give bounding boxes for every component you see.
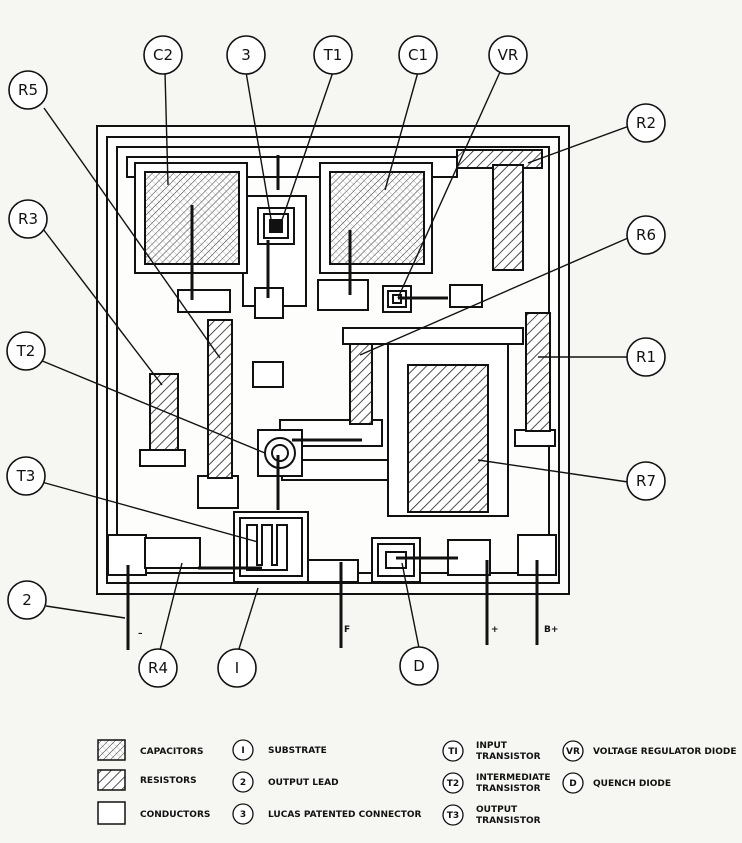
- svg-text:C2: C2: [153, 46, 173, 64]
- legend-output-lead: 2 OUTPUT LEAD: [232, 771, 339, 793]
- svg-text:SUBSTRATE: SUBSTRATE: [268, 746, 327, 756]
- legend-d: D QUENCH DIODE: [562, 772, 671, 794]
- svg-text:R3: R3: [18, 210, 38, 228]
- svg-text:T3: T3: [16, 467, 36, 485]
- leader-lines: [37, 71, 633, 653]
- svg-text:VOLTAGE REGULATOR DIODE: VOLTAGE REGULATOR DIODE: [593, 747, 737, 757]
- svg-text:INPUT: INPUT: [476, 741, 508, 751]
- svg-text:T3: T3: [447, 811, 459, 821]
- legend-vr: VR VOLTAGE REGULATOR DIODE: [562, 740, 737, 762]
- svg-text:2: 2: [240, 778, 246, 788]
- svg-text:INTERMEDIATE: INTERMEDIATE: [476, 773, 551, 783]
- svg-text:VR: VR: [498, 46, 519, 64]
- legend-t3: T3 OUTPUT TRANSISTOR: [442, 804, 541, 826]
- connector-wires: [190, 155, 458, 570]
- legend-resistors: RESISTORS: [97, 769, 197, 791]
- svg-text:RESISTORS: RESISTORS: [140, 776, 197, 786]
- callout-c2: C2: [143, 35, 183, 75]
- svg-text:TRANSISTOR: TRANSISTOR: [476, 816, 541, 826]
- pin-plus: +: [491, 625, 499, 635]
- output-leads: [126, 560, 539, 650]
- svg-text:VR: VR: [566, 747, 580, 757]
- svg-text:3: 3: [240, 810, 246, 820]
- legend-t1: TI INPUT TRANSISTOR: [442, 740, 541, 762]
- transistor-t1: [257, 207, 295, 245]
- legend-connector: 3 LUCAS PATENTED CONNECTOR: [232, 803, 422, 825]
- svg-text:I: I: [241, 746, 244, 756]
- callout-r7: R7: [626, 461, 666, 501]
- svg-text:T2: T2: [16, 342, 36, 360]
- svg-text:C1: C1: [408, 46, 428, 64]
- legend-conductors: CONDUCTORS: [97, 801, 210, 825]
- diode-d: [371, 537, 421, 583]
- svg-text:D: D: [413, 657, 425, 675]
- callout-2: 2: [7, 580, 47, 620]
- svg-text:T2: T2: [447, 779, 459, 789]
- legend: CAPACITORS RESISTORS CONDUCTORS I SUBSTR…: [97, 739, 737, 826]
- svg-text:CONDUCTORS: CONDUCTORS: [140, 810, 210, 820]
- pin-bplus: B+: [544, 625, 558, 635]
- svg-text:2: 2: [22, 591, 32, 609]
- svg-text:R5: R5: [18, 81, 38, 99]
- svg-text:OUTPUT: OUTPUT: [476, 805, 518, 815]
- callout-1: I: [217, 648, 257, 688]
- svg-text:TI: TI: [448, 747, 458, 757]
- svg-text:3: 3: [241, 46, 251, 64]
- svg-text:OUTPUT LEAD: OUTPUT LEAD: [268, 778, 339, 788]
- svg-text:TRANSISTOR: TRANSISTOR: [476, 784, 541, 794]
- callout-r4: R4: [138, 648, 178, 688]
- svg-text:T1: T1: [323, 46, 343, 64]
- callout-r2: R2: [626, 103, 666, 143]
- legend-capacitors: CAPACITORS: [97, 739, 203, 761]
- svg-text:I: I: [235, 659, 239, 677]
- callout-vr: VR: [488, 35, 528, 75]
- svg-text:R7: R7: [636, 472, 656, 490]
- svg-text:R1: R1: [636, 348, 656, 366]
- callout-t1: T1: [313, 35, 353, 75]
- svg-text:R4: R4: [148, 659, 168, 677]
- transistor-t2: [257, 429, 303, 477]
- pin-minus: –: [138, 629, 143, 639]
- svg-text:LUCAS PATENTED CONNECTOR: LUCAS PATENTED CONNECTOR: [268, 810, 422, 820]
- callout-t3: T3: [6, 456, 46, 496]
- callout-r3: R3: [8, 199, 48, 239]
- svg-text:R6: R6: [636, 226, 656, 244]
- legend-substrate: I SUBSTRATE: [232, 739, 327, 761]
- pin-f: F: [344, 625, 350, 635]
- callout-r5: R5: [8, 70, 48, 110]
- callout-c1: C1: [398, 35, 438, 75]
- callout-r6: R6: [626, 215, 666, 255]
- transistor-t3: [233, 511, 309, 583]
- callout-3: 3: [226, 35, 266, 75]
- callout-r1: R1: [626, 337, 666, 377]
- callout-d: D: [399, 646, 439, 686]
- svg-text:D: D: [569, 779, 576, 789]
- callout-t2: T2: [6, 331, 46, 371]
- svg-text:QUENCH DIODE: QUENCH DIODE: [593, 779, 671, 789]
- legend-t2: T2 INTERMEDIATE TRANSISTOR: [442, 772, 551, 794]
- svg-text:CAPACITORS: CAPACITORS: [140, 747, 203, 757]
- callouts: C2 3 T1 C1 VR R5 R2 R3 R6 T2 R1 T3 R7 2 …: [6, 35, 666, 688]
- lead-labels: – F + B+: [138, 625, 558, 639]
- svg-text:TRANSISTOR: TRANSISTOR: [476, 752, 541, 762]
- capacitors: [134, 162, 433, 274]
- svg-text:R2: R2: [636, 114, 656, 132]
- resistors: [149, 149, 551, 513]
